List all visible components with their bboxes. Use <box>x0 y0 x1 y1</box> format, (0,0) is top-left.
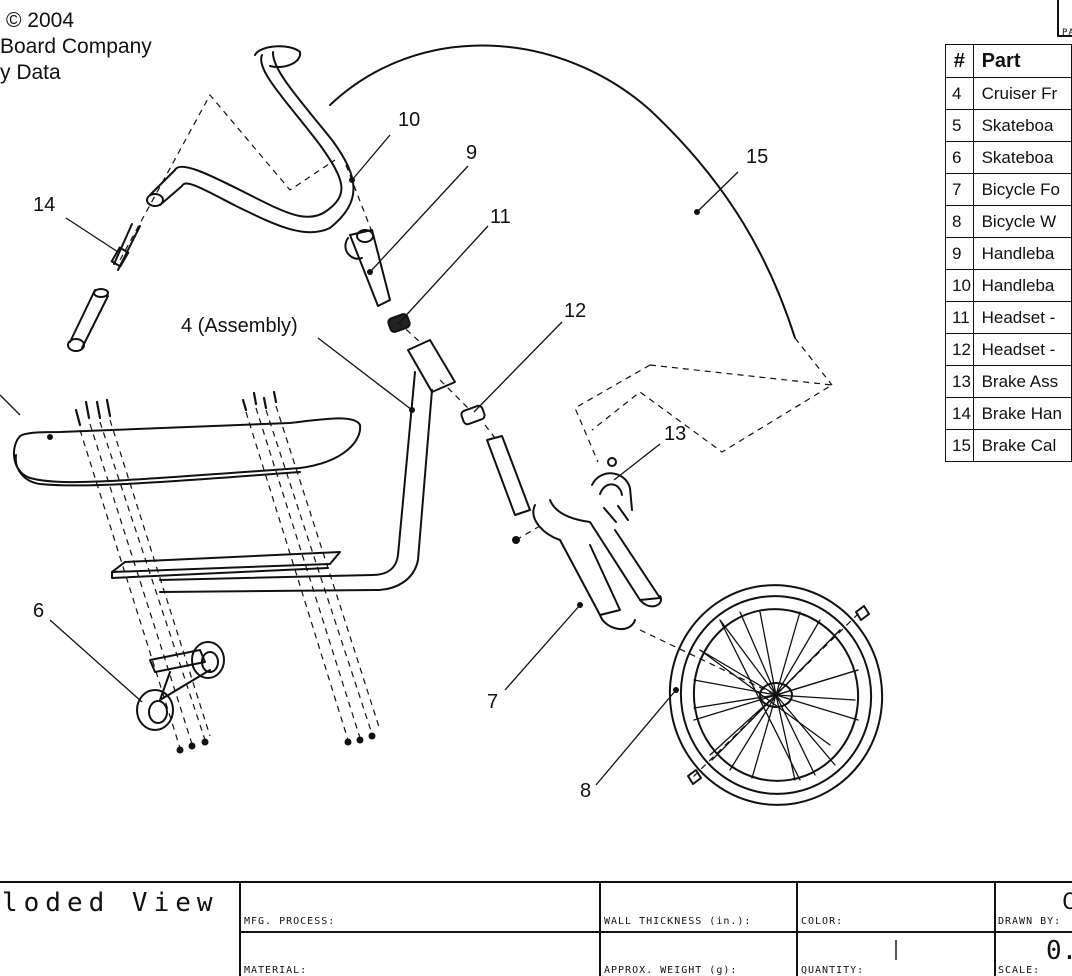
part-number: 6 <box>945 141 974 174</box>
callout-10: 10 <box>398 109 421 131</box>
part-name: Bicycle Fo <box>972 173 1072 206</box>
callout-7: 7 <box>487 691 499 713</box>
callout-11: 11 <box>490 206 511 228</box>
handlebar-part <box>146 45 355 234</box>
skateboard-truck-part <box>136 641 225 731</box>
callout-14: 14 <box>33 194 56 216</box>
part-name: Headset - <box>972 333 1072 366</box>
mfg-process-label: MFG. PROCESS: <box>244 916 336 927</box>
brake-handle-part <box>110 223 141 271</box>
wheel-spokes <box>693 611 859 781</box>
axle-nut-top <box>855 605 870 621</box>
drawn-by-value: C <box>1062 890 1072 915</box>
bolts <box>74 390 278 427</box>
headset-lower-part <box>460 404 486 426</box>
part-number: 4 <box>945 77 974 110</box>
part-number: 12 <box>945 333 974 366</box>
brake-assembly-part <box>591 457 633 523</box>
part-name: Brake Cal <box>972 429 1072 462</box>
table-header-row: # Part <box>945 44 1072 78</box>
stem-part <box>344 229 391 307</box>
color-label: COLOR: <box>801 916 844 927</box>
callout-12: 12 <box>564 300 587 322</box>
part-name: Skateboa <box>972 109 1072 142</box>
nuts <box>176 536 520 754</box>
data-line: y Data <box>0 61 61 84</box>
part-number: 5 <box>945 109 974 142</box>
callout-13: 13 <box>664 423 687 445</box>
part-name: Handleba <box>972 237 1072 270</box>
callout-6: 6 <box>33 600 45 622</box>
title-block-lines <box>0 881 1072 976</box>
part-name: Bicycle W <box>972 205 1072 238</box>
part-name: Cruiser Fr <box>972 77 1072 110</box>
part-name: Handleba <box>972 269 1072 302</box>
callout-4: 4 (Assembly) <box>181 315 298 337</box>
leader-lines <box>0 134 739 786</box>
brake-cable <box>329 44 796 339</box>
callout-15: 15 <box>746 146 769 168</box>
sheet-corner-frame <box>1057 0 1072 37</box>
part-name: Brake Ass <box>972 365 1072 398</box>
part-name: Brake Han <box>972 397 1072 430</box>
part-name: Skateboa <box>972 141 1072 174</box>
quantity-value: 1 <box>888 936 901 961</box>
part-number: 9 <box>945 237 974 270</box>
cruiser-frame-part <box>111 339 456 593</box>
corner-label: PA <box>1062 28 1072 38</box>
copyright-text: © 2004 <box>6 9 75 32</box>
callout-9: 9 <box>466 142 478 164</box>
material-label: MATERIAL: <box>244 965 308 976</box>
quantity-label: QUANTITY: <box>801 965 865 976</box>
part-number: 7 <box>945 173 974 206</box>
part-number: 11 <box>945 301 974 334</box>
part-number: 8 <box>945 205 974 238</box>
callout-8: 8 <box>580 780 592 802</box>
scale-value: 0. <box>1046 936 1072 966</box>
approx-weight-label: APPROX. WEIGHT (g): <box>604 965 738 976</box>
company-name: Board Company <box>0 35 152 58</box>
assembly-lines <box>79 93 861 779</box>
fork-part <box>486 435 662 630</box>
part-number: 15 <box>945 429 974 462</box>
scale-label: SCALE: <box>998 965 1041 976</box>
skateboard-deck-part <box>12 417 362 487</box>
bicycle-wheel-part <box>668 584 884 806</box>
col-number-header: # <box>945 44 974 78</box>
part-number: 14 <box>945 397 974 430</box>
part-number: 10 <box>945 269 974 302</box>
part-name: Headset - <box>972 301 1072 334</box>
view-title: loded View <box>2 888 219 918</box>
axle-nut-bottom <box>687 769 702 785</box>
part-number: 13 <box>945 365 974 398</box>
leader-dots <box>47 177 700 693</box>
drawn-by-label: DRAWN BY: <box>998 916 1062 927</box>
wall-thickness-label: WALL THICKNESS (in.): <box>604 916 752 927</box>
col-part-header: Part <box>972 44 1072 78</box>
grip-part <box>67 288 109 352</box>
